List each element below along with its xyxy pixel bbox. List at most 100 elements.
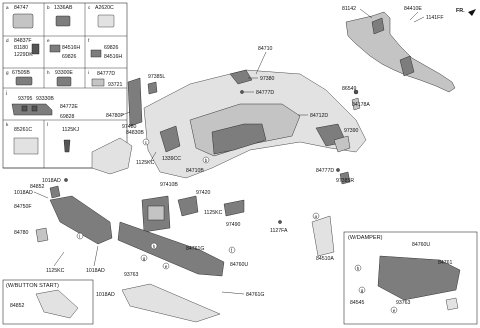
fastener-f-icon (90, 49, 102, 58)
bolt-86549-icon (353, 89, 359, 95)
legend-part-69826-f: 69826 (104, 45, 119, 51)
legend-letter-l: l (47, 122, 48, 127)
label-97410B: 97410B (160, 182, 178, 188)
label-84780: 84780 (14, 230, 29, 236)
switch-93721-icon (91, 78, 105, 87)
svg-text:g: g (361, 288, 364, 293)
legend-part-85261C: 85261C (14, 127, 32, 133)
inset-damper-frame (343, 231, 478, 325)
svg-text:h: h (153, 244, 156, 249)
inset-button-start-frame (2, 279, 94, 325)
label-84510A: 1018AD (96, 292, 115, 298)
inset-damper: (W/DAMPER) 84760U 84761 93763 84545 h g … (343, 231, 478, 325)
label-97420: 97420 (196, 190, 211, 196)
svg-text:f: f (231, 248, 233, 253)
legend-letter-h: h (47, 70, 50, 75)
label-1018AD-b: 1018AD (14, 190, 33, 196)
cross-bar-support-icon (399, 55, 415, 77)
fastener-e-icon (49, 44, 61, 53)
legend-part-1125KJ: 1125KJ (62, 127, 80, 133)
inset-button-start-part: 84852 (10, 303, 25, 309)
legend-part-93330B: 93330B (36, 96, 54, 102)
side-panel-84780Q-icon (311, 215, 335, 257)
bracket-84178A-icon (351, 97, 361, 111)
label-81142: 81142 (342, 6, 356, 12)
label-84761G-b: 93763 (396, 300, 411, 306)
clip-1336AB-icon (55, 15, 71, 27)
legend-part-84747: 84747 (14, 5, 29, 11)
svg-text:e: e (165, 264, 168, 269)
label-1018AD-a: 1018AD (42, 178, 61, 184)
legend-letter-e: e (47, 38, 50, 43)
label-93763-b: 84545 (350, 300, 365, 306)
center-display-icon (147, 205, 165, 221)
label-84830B: 84830B (126, 130, 144, 136)
cover-84780-icon (35, 227, 49, 243)
label-97490: 97490 (226, 222, 241, 228)
fastener-d-icon (31, 43, 40, 55)
legend-part-93795: 93795 (18, 96, 33, 102)
label-97385R: 97385R (336, 178, 354, 184)
label-97480: 97480 (122, 124, 137, 130)
inset-button-start: (W/BUTTON START) 84852 (2, 279, 94, 325)
legend-letter-i: i (88, 70, 89, 75)
legend-part-81180: 81180 (14, 45, 28, 51)
label-84710: 84710 (258, 46, 273, 52)
legend-part-84516H-f: 84516H (104, 54, 122, 60)
svg-text:e: e (393, 308, 396, 313)
direction-arrow-icon (468, 9, 476, 16)
legend-part-A2620C: A2620C (95, 5, 114, 11)
label-97380: 97380 (260, 76, 275, 82)
cross-bar-bracket-icon (371, 17, 385, 35)
glove-box-84510A-icon (121, 283, 221, 323)
label-84410E: 84410E (404, 6, 422, 12)
vent-97490-icon (223, 199, 245, 217)
lower-panel-84750F-icon (49, 195, 113, 245)
cowl-cross-bar (345, 11, 456, 93)
trim-67505B-icon (15, 76, 33, 86)
screw-1125KJ-icon (63, 139, 71, 153)
pad-85261C-icon (13, 137, 39, 155)
svg-text:h: h (357, 266, 360, 271)
inset-damper-caption: (W/DAMPER) (348, 235, 383, 241)
label-1018AD-d: 84761G (246, 292, 264, 298)
legend-letter-g: g (6, 70, 9, 75)
vent-97420-icon (177, 195, 199, 217)
dash-center-stack-icon (211, 123, 267, 155)
label-84712D: 84712D (310, 113, 328, 119)
label-84761G-a: 84761G (186, 246, 204, 252)
label-84777D-top: 84777D (256, 90, 274, 96)
svg-text:a: a (315, 214, 318, 219)
label-84761: 84761 (438, 260, 453, 266)
legend-part-84516H-e: 84516H (62, 45, 80, 51)
dash-left-vent-icon (159, 125, 181, 153)
label-1339CC: 1339CC (162, 156, 181, 162)
lower-crash-pad-icon (117, 221, 225, 277)
label-84780Q: 84510A (316, 256, 334, 262)
legend-part-1336AB: 1336AB (54, 5, 73, 11)
legend-part-69826-e: 69826 (62, 54, 77, 60)
legend-letter-f: f (88, 38, 90, 43)
button-start-panel-icon (35, 289, 79, 319)
switch-j-1-icon (21, 105, 28, 112)
label-84760U-b: 84760U (412, 242, 430, 248)
label-93763-a: 93763 (124, 272, 139, 278)
cluster-hood-84830B-icon (91, 137, 133, 175)
direction-label: FR. (456, 8, 465, 14)
switch-93300E-icon (56, 76, 72, 87)
svg-text:c: c (145, 140, 148, 145)
side-vent-right-icon (339, 171, 351, 185)
label-1141FF: 1141FF (426, 15, 444, 21)
clip-84747-icon (12, 13, 34, 29)
label-84780P: 84780P (106, 113, 124, 119)
label-84750F: 84750F (14, 204, 32, 210)
legend-part-93721: 93721 (108, 82, 123, 88)
label-1127FA: 1127FA (270, 228, 288, 234)
label-84852: 84852 (30, 184, 45, 190)
legend-letter-c: c (88, 5, 91, 10)
legend-grid: a 84747 b 1336AB c A2620C d 84837F 81180… (2, 2, 128, 169)
legend-letter-b: b (47, 5, 50, 10)
legend-letter-d: d (6, 38, 9, 43)
switch-j-2-icon (31, 105, 38, 112)
